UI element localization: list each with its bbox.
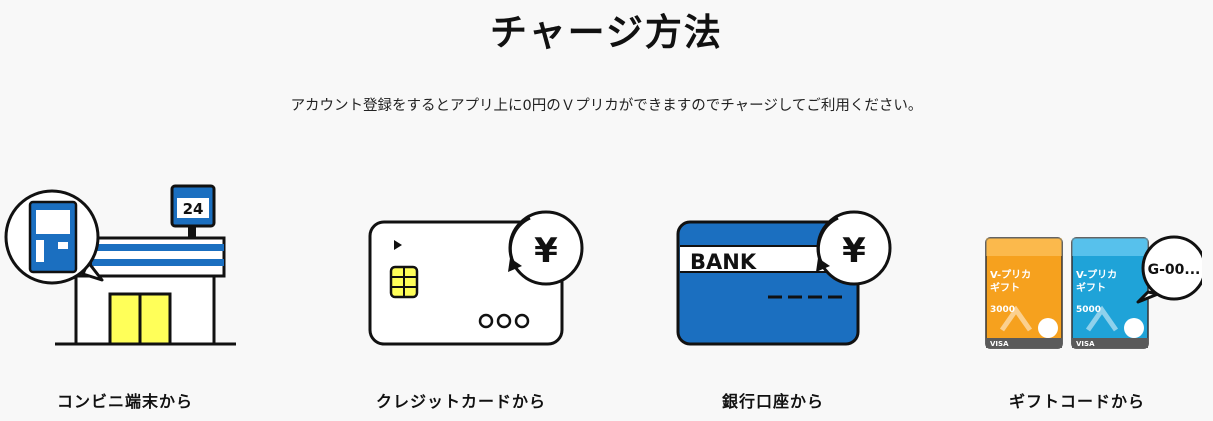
gift-card-brand: V-プリカ — [990, 268, 1031, 281]
gift-card-amount: 3000 — [990, 305, 1015, 315]
gift-card-subtitle: ギフト — [1076, 281, 1106, 294]
page-title: チャージ方法 — [490, 11, 723, 54]
credit-card-icon: ¥ — [368, 210, 584, 346]
gift-card-network: VISA — [1076, 340, 1095, 348]
charge-option-gift-code[interactable]: V-プリカ ギフト 3000 VISA V-プリカ ギフト 5000 VISA … — [952, 180, 1202, 421]
charge-option-bank[interactable]: BANK ¥ 銀行口座から — [648, 180, 898, 421]
gift-code-text: G-00... — [1148, 262, 1201, 278]
option-label: ギフトコードから — [1008, 392, 1145, 411]
gift-card-amount: 5000 — [1076, 305, 1101, 315]
bank-card-icon: BANK ¥ — [676, 210, 892, 346]
gift-card-brand: V-プリカ — [1076, 268, 1117, 281]
option-label: コンビニ端末から — [56, 392, 193, 411]
gift-card-subtitle: ギフト — [990, 281, 1020, 294]
yen-symbol: ¥ — [534, 231, 558, 271]
yen-symbol: ¥ — [842, 231, 866, 271]
convenience-store-icon: 24 — [4, 184, 236, 346]
charge-option-convenience-store[interactable]: 24 コンビニ端末から — [0, 180, 250, 421]
bank-card-text: BANK — [690, 250, 757, 274]
option-label: クレジットカードから — [375, 392, 546, 411]
store-sign-text: 24 — [183, 200, 204, 218]
option-label: 銀行口座から — [721, 392, 824, 411]
gift-card-network: VISA — [990, 340, 1009, 348]
gift-card-icon: V-プリカ ギフト 3000 VISA V-プリカ ギフト 5000 VISA … — [985, 235, 1202, 349]
page-subtitle: アカウント登録をするとアプリ上に0円のＶプリカができますのでチャージしてご利用く… — [290, 98, 923, 114]
charge-option-credit-card[interactable]: ¥ クレジットカードから — [336, 180, 586, 421]
